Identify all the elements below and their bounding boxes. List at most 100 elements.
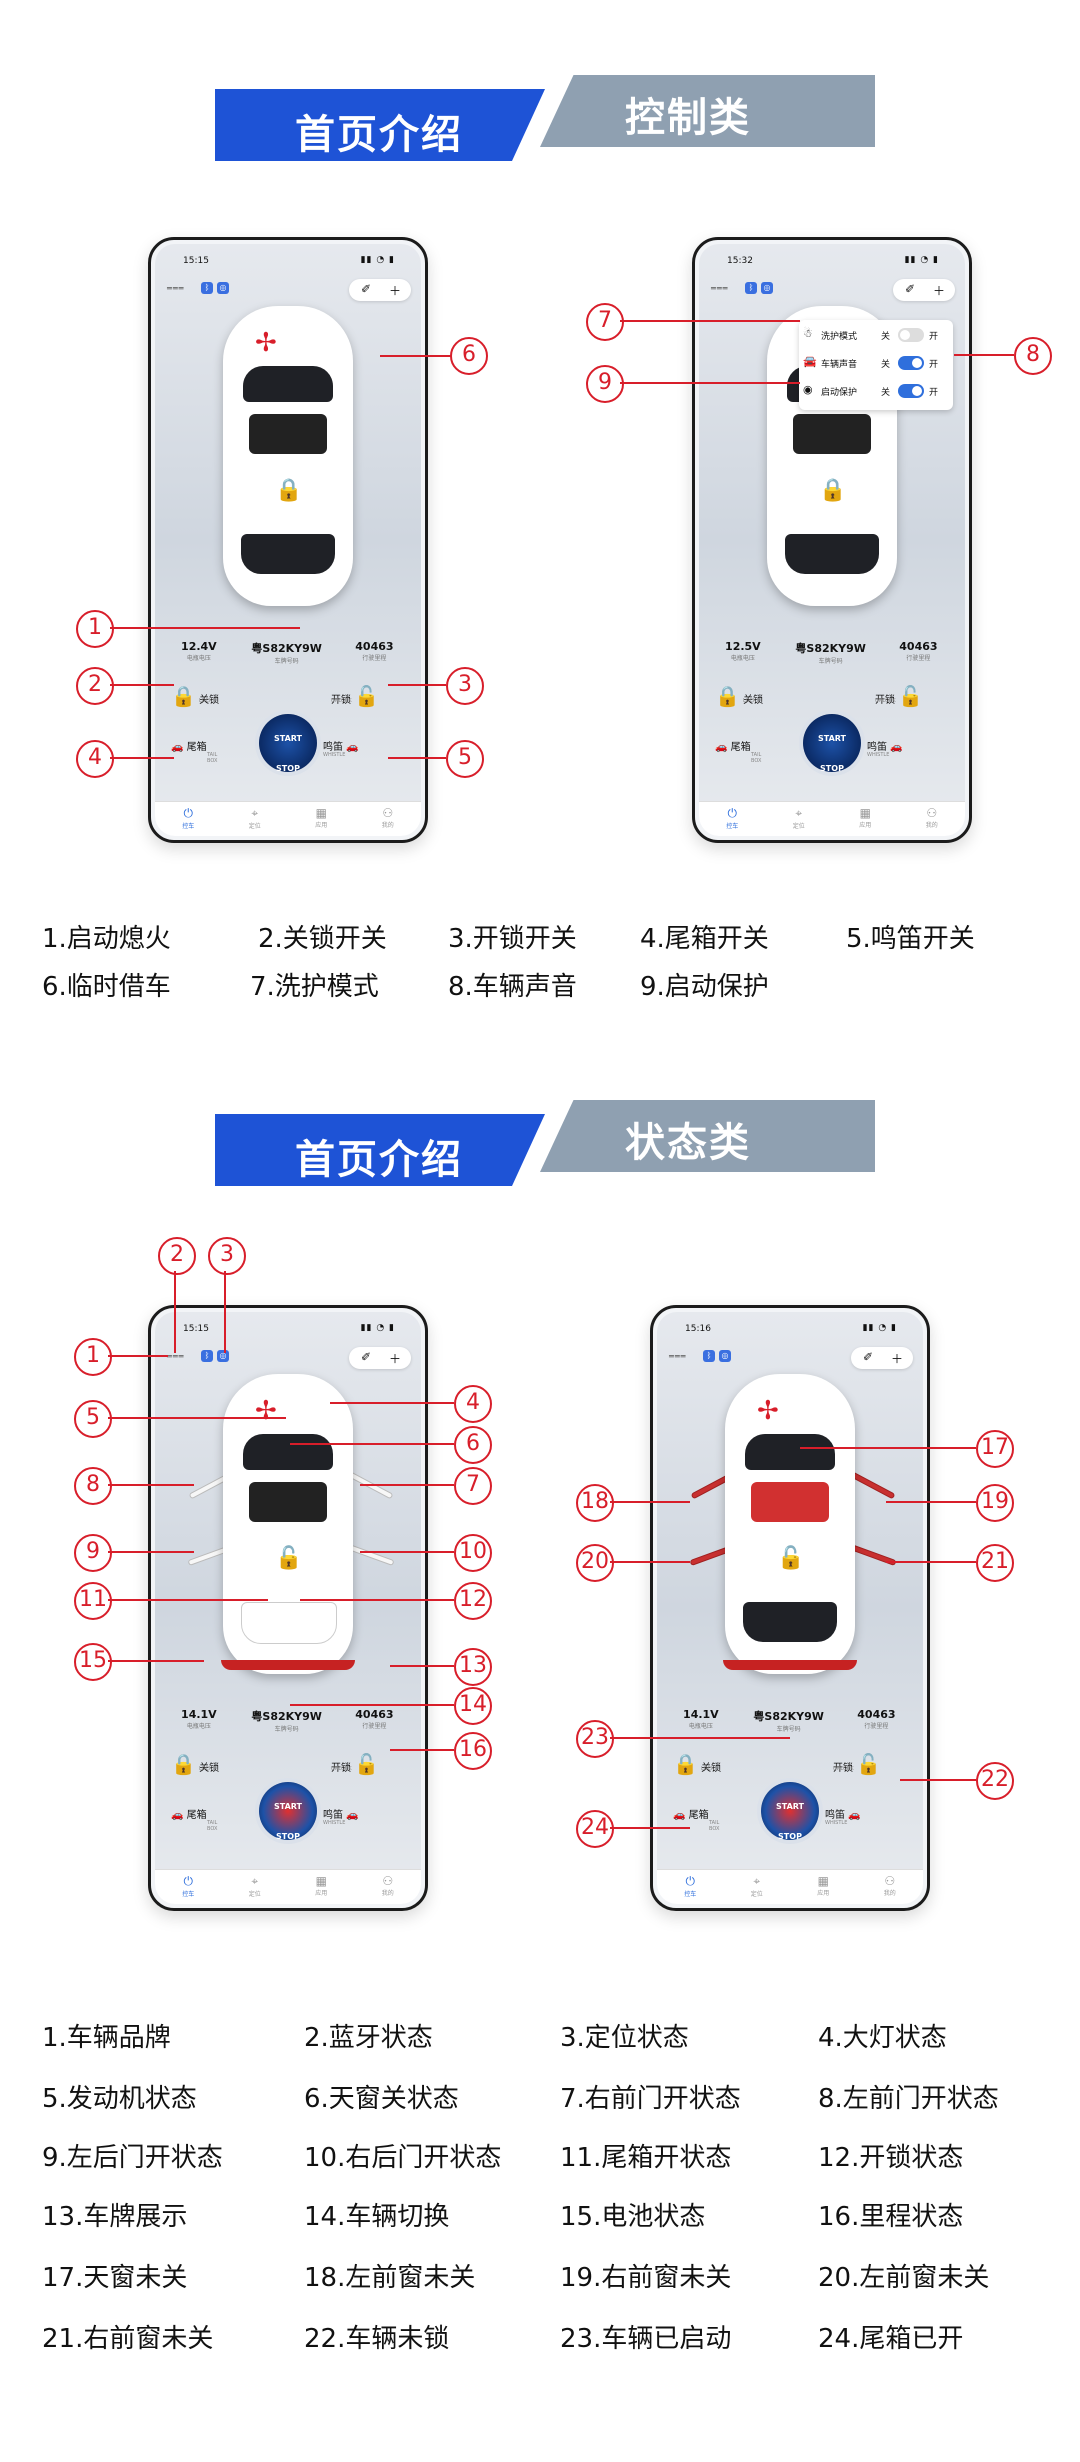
grid-icon: ▦ <box>315 806 327 820</box>
tab-location[interactable]: ⌖定位 <box>222 806 289 830</box>
callout-5: 5 <box>74 1400 112 1438</box>
lend-car-icon[interactable]: ✐ <box>361 282 372 296</box>
brand-logo: ═══ <box>167 1352 185 1361</box>
unlock-status-icon: 🔓 <box>777 1546 805 1571</box>
tab-location[interactable]: ⌖定位 <box>222 1874 289 1898</box>
tab-control[interactable]: ⏻控车 <box>699 806 766 830</box>
whistle-button[interactable]: 鸣笛 🚗WHISTLE <box>825 1810 861 1826</box>
tab-me[interactable]: ⚇我的 <box>355 806 422 829</box>
legend2-item: 6.天窗关状态 <box>304 2084 459 2114</box>
callout-7: 7 <box>454 1467 492 1505</box>
car-image: ✢ 🔓 <box>715 1374 865 1674</box>
start-protect-icon: ◉ <box>803 383 813 396</box>
car-image: ✢ 🔓 <box>213 1374 363 1674</box>
car-sound-toggle[interactable] <box>898 356 924 370</box>
tab-apps[interactable]: ▦应用 <box>288 1874 355 1897</box>
lend-car-icon[interactable]: ✐ <box>905 282 916 296</box>
tab-control[interactable]: ⏻控车 <box>657 1874 724 1898</box>
legend1-item: 3.开锁开关 <box>448 924 577 954</box>
mileage-value: 40463 <box>857 1708 896 1721</box>
add-icon[interactable]: ＋ <box>389 284 402 298</box>
tab-location[interactable]: ⌖定位 <box>766 806 833 830</box>
tab-bar: ⏻控车 ⌖定位 ▦应用 ⚇我的 <box>155 801 421 836</box>
location-icon: ◎ <box>719 1350 731 1362</box>
tab-apps[interactable]: ▦应用 <box>832 806 899 829</box>
unlock-button[interactable]: 开锁 🔓UNLOCK <box>875 684 924 708</box>
add-icon[interactable]: ＋ <box>933 284 946 298</box>
legend1-item: 4.尾箱开关 <box>640 924 769 954</box>
whistle-car-icon: 🚗 <box>848 1810 861 1821</box>
top-bar: ═══ ᛒ ◎ ✐ ＋ <box>155 1344 421 1369</box>
legend2-item: 14.车辆切换 <box>304 2202 450 2232</box>
plate-value[interactable]: 粤S82KY9W <box>251 642 322 655</box>
tab-apps[interactable]: ▦应用 <box>790 1874 857 1897</box>
plate-value[interactable]: 粤S82KY9W <box>753 1710 824 1723</box>
callout-18: 18 <box>576 1484 614 1522</box>
legend2-item: 2.蓝牙状态 <box>304 2023 433 2053</box>
tab-control[interactable]: ⏻控车 <box>155 1874 222 1898</box>
unlock-button[interactable]: 开锁 🔓UNLOCK <box>833 1752 882 1776</box>
power-icon: ⏻ <box>727 806 738 820</box>
power-icon: ⏻ <box>183 806 194 820</box>
trunk-car-icon: 🚗 <box>715 742 728 753</box>
tab-apps[interactable]: ▦应用 <box>288 806 355 829</box>
callout-12: 12 <box>454 1582 492 1620</box>
lend-car-icon[interactable]: ✐ <box>361 1350 372 1364</box>
lock-icon: 🔒 <box>673 1752 698 1776</box>
plate-value[interactable]: 粤S82KY9W <box>251 1710 322 1723</box>
tab-control[interactable]: ⏻控车 <box>155 806 222 830</box>
tab-me[interactable]: ⚇我的 <box>857 1874 924 1897</box>
tab-me[interactable]: ⚇我的 <box>355 1874 422 1897</box>
engine-fan-icon: ✢ <box>757 1396 779 1426</box>
add-icon[interactable]: ＋ <box>389 1352 402 1366</box>
legend1-item: 8.车辆声音 <box>448 972 577 1002</box>
car-image: ✢ 🔒 <box>213 306 363 606</box>
legend2-item: 11.尾箱开状态 <box>560 2143 732 2173</box>
location-icon: ◎ <box>217 282 229 294</box>
voltage-value: 14.1V <box>181 1708 217 1721</box>
legend2-item: 9.左后门开状态 <box>42 2143 223 2173</box>
status-time: 15:32 <box>727 256 753 266</box>
popup-row-car-sound: 🚘 车辆声音 关 开 <box>803 355 939 370</box>
callout-16: 16 <box>454 1732 492 1770</box>
legend2-item: 16.里程状态 <box>818 2202 964 2232</box>
sunroof <box>793 414 871 454</box>
callout-11: 11 <box>74 1582 112 1620</box>
tab-me[interactable]: ⚇我的 <box>899 806 966 829</box>
sunroof <box>249 1482 327 1522</box>
brand-logo: ═══ <box>711 284 729 293</box>
unlock-button[interactable]: 开锁 🔓UNLOCK <box>331 684 380 708</box>
plate-value[interactable]: 粤S82KY9W <box>795 642 866 655</box>
add-icon[interactable]: ＋ <box>891 1352 904 1366</box>
status-icons: ▮▮ ◔ ▮ <box>360 1323 395 1333</box>
whistle-button[interactable]: 鸣笛 🚗WHISTLE <box>323 1810 359 1826</box>
tab-location[interactable]: ⌖定位 <box>724 1874 791 1898</box>
callout-8: 8 <box>1014 337 1052 375</box>
whistle-button[interactable]: 鸣笛 🚗WHISTLE <box>867 742 903 758</box>
section-banner-control: 首页介绍 控制类 <box>215 75 875 161</box>
lock-icon: 🔒 <box>715 684 740 708</box>
callout-9: 9 <box>74 1534 112 1572</box>
lend-car-icon[interactable]: ✐ <box>863 1350 874 1364</box>
unlock-button[interactable]: 开锁 🔓UNLOCK <box>331 1752 380 1776</box>
whistle-button[interactable]: 鸣笛 🚗WHISTLE <box>323 742 359 758</box>
wash-mode-toggle[interactable] <box>898 328 924 342</box>
callout-3: 3 <box>446 667 484 705</box>
start-protect-toggle[interactable] <box>898 384 924 398</box>
callout-1: 1 <box>76 610 114 648</box>
